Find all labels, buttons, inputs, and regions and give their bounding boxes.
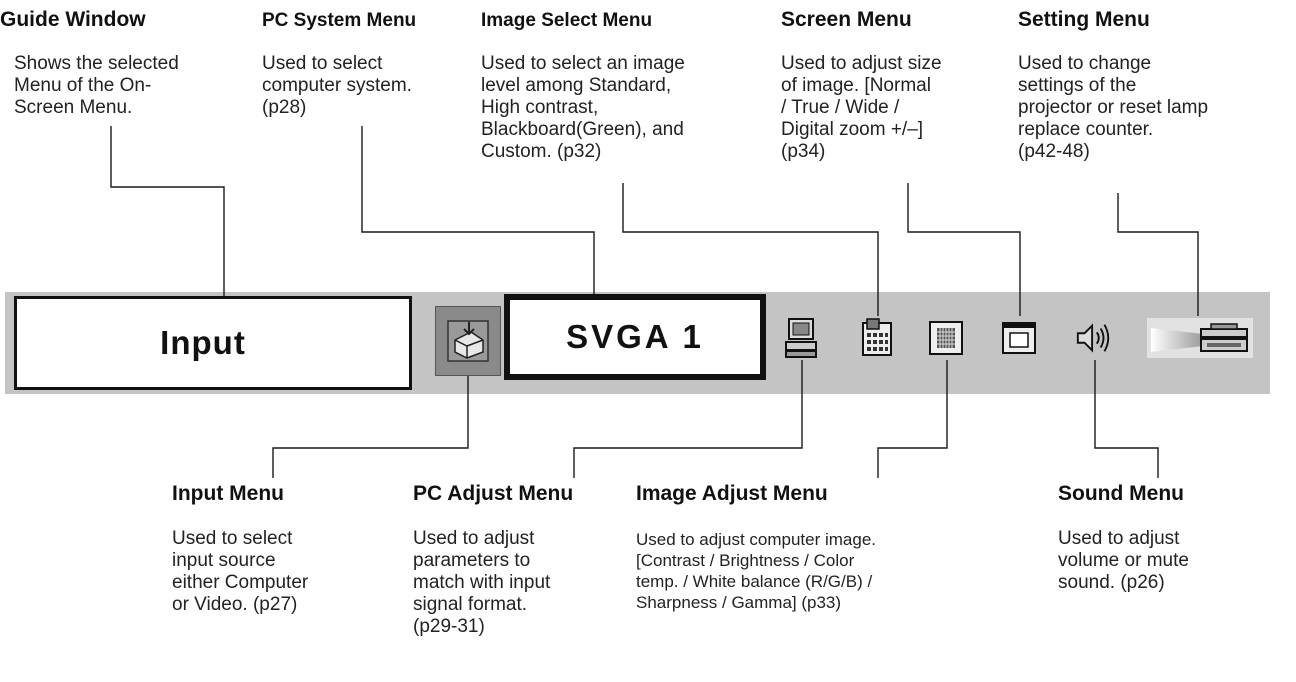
pc-adjust-button[interactable] xyxy=(782,316,820,360)
leader-pc-system xyxy=(361,126,595,294)
setting-title: Setting Menu xyxy=(1018,8,1150,31)
input-icon xyxy=(447,320,489,362)
guide-window-desc: Shows the selected Menu of the On- Scree… xyxy=(14,53,179,118)
leader-pc-adjust xyxy=(573,360,803,478)
pc-adjust-title: PC Adjust Menu xyxy=(413,482,574,505)
image-select-title: Image Select Menu xyxy=(481,10,653,31)
screen-title: Screen Menu xyxy=(781,8,912,31)
image-adjust-button[interactable] xyxy=(927,316,965,360)
sound-icon xyxy=(1076,323,1110,353)
setting-desc: Used to change settings of the projector… xyxy=(1018,53,1209,162)
pc-system-desc: Used to select computer system. (p28) xyxy=(262,53,412,118)
leader-image-adjust xyxy=(877,360,948,478)
leader-image-select xyxy=(622,183,879,316)
sound-menu-title: Sound Menu xyxy=(1058,482,1184,505)
pc-adjust-desc: Used to adjust parameters to match with … xyxy=(413,528,551,637)
input-menu-button[interactable] xyxy=(435,306,501,376)
sound-button[interactable] xyxy=(1075,316,1113,360)
screen-icon xyxy=(1002,322,1036,354)
guide-window-title: Guide Window xyxy=(0,8,146,31)
guide-window-box: Input xyxy=(14,296,412,390)
image-select-button[interactable] xyxy=(858,316,896,360)
leader-sound xyxy=(1094,360,1159,478)
screen-button[interactable] xyxy=(1000,316,1038,360)
pc-system-title: PC System Menu xyxy=(262,10,417,31)
setting-button[interactable] xyxy=(1145,316,1255,360)
image-adjust-icon xyxy=(929,321,963,355)
pc-system-box[interactable]: SVGA 1 xyxy=(504,294,766,380)
input-menu-desc: Used to select input source either Compu… xyxy=(172,528,309,615)
image-adjust-title: Image Adjust Menu xyxy=(636,482,828,505)
leader-screen xyxy=(907,183,1021,316)
guide-window-text: Input xyxy=(160,324,246,361)
sound-menu-desc: Used to adjust volume or mute sound. (p2… xyxy=(1058,528,1189,593)
image-adjust-desc: Used to adjust computer image. [Contrast… xyxy=(636,530,877,612)
image-select-desc: Used to select an image level among Stan… xyxy=(481,53,685,162)
pc-adjust-icon xyxy=(785,318,817,358)
leader-setting xyxy=(1117,193,1199,316)
screen-desc: Used to adjust size of image. [Normal / … xyxy=(781,53,942,162)
pc-system-text: SVGA 1 xyxy=(566,318,704,355)
leader-guide-window xyxy=(110,126,225,296)
input-menu-title: Input Menu xyxy=(172,482,284,505)
setting-icon xyxy=(1147,318,1253,358)
leader-input xyxy=(272,376,469,478)
image-select-icon xyxy=(862,318,892,356)
